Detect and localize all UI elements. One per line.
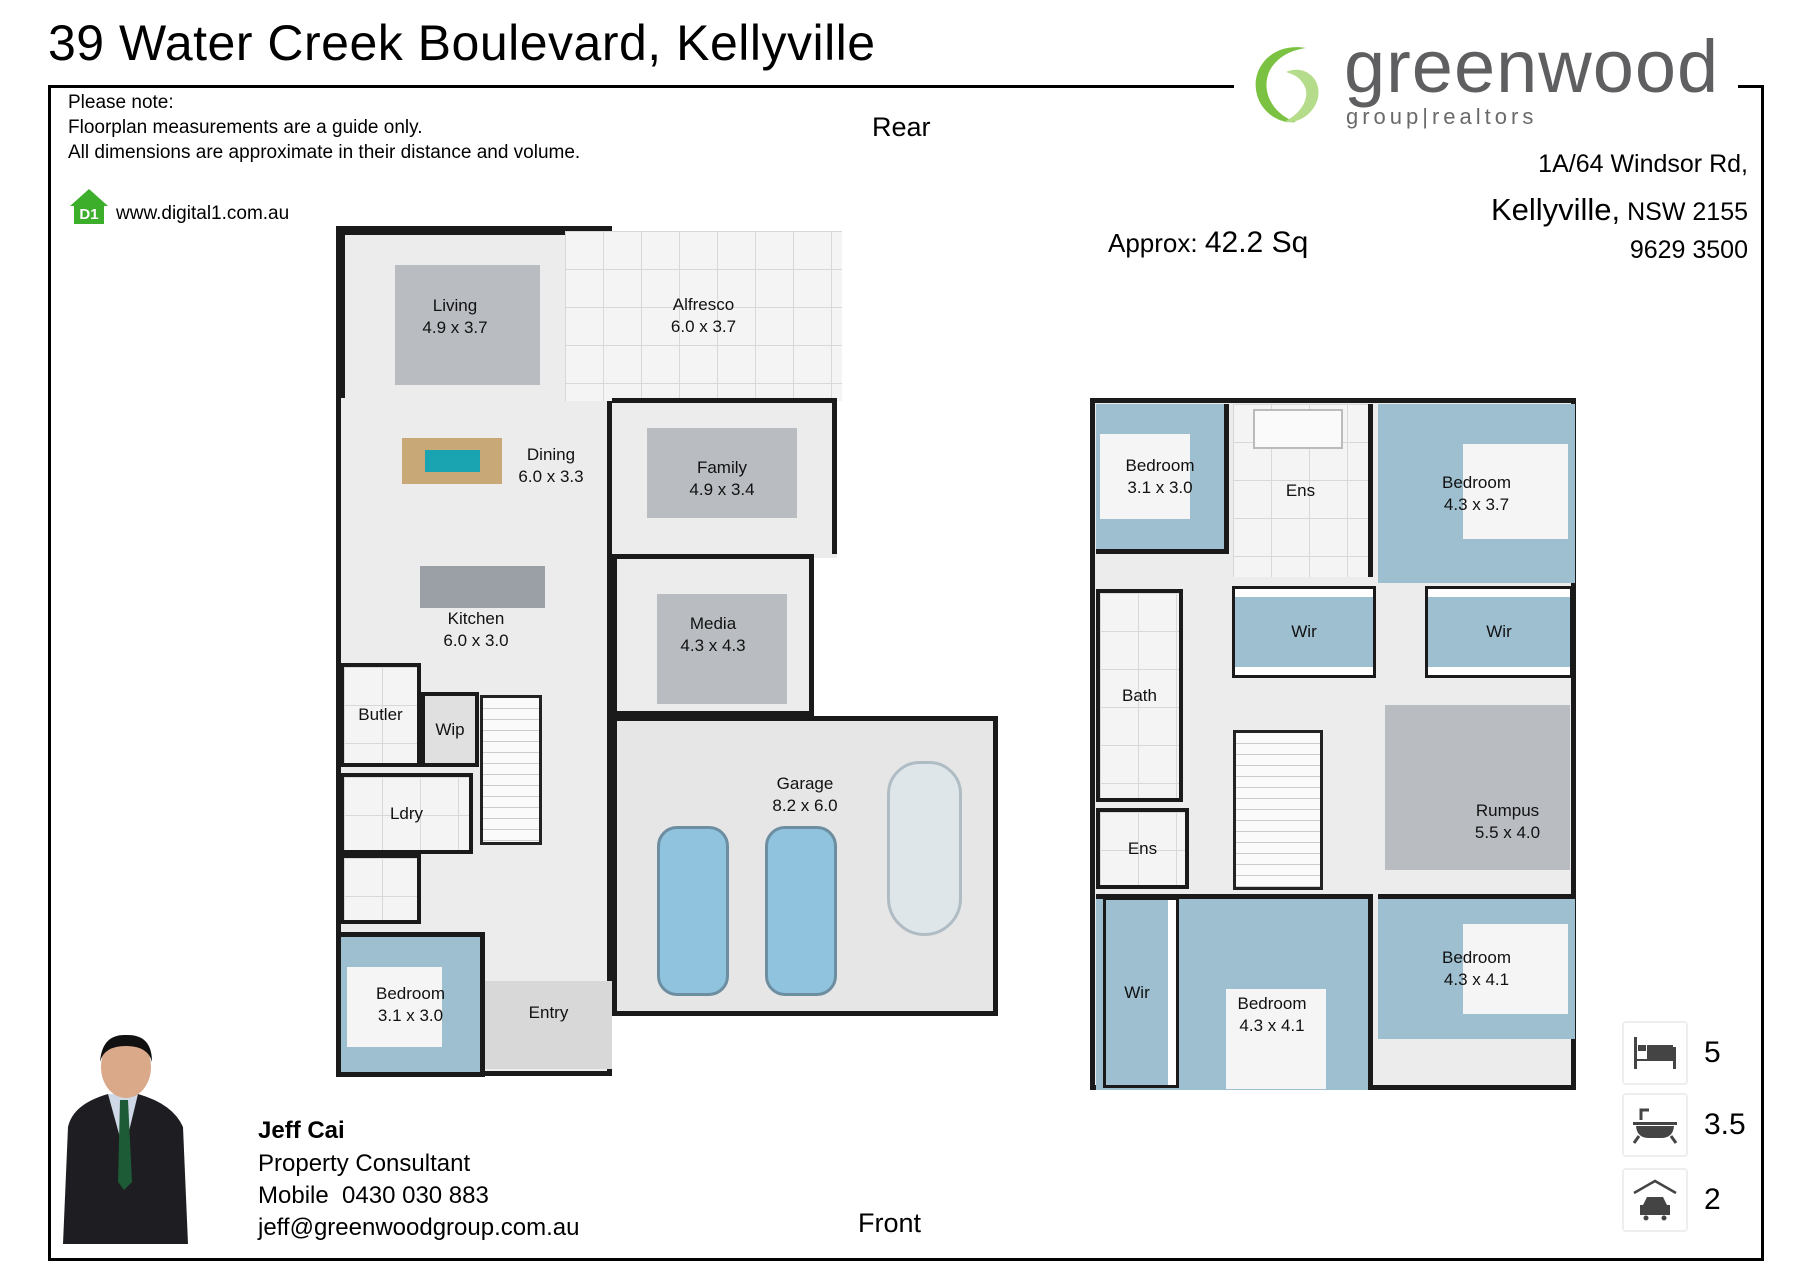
bedrooms-count: 5 — [1704, 1036, 1721, 1069]
agent-name: Jeff Cai — [258, 1117, 345, 1144]
bath-icon — [1622, 1093, 1688, 1157]
room-laundry: Ldry — [340, 773, 473, 854]
room-wir-3: Wir — [1103, 897, 1179, 1088]
brand-name: greenwood — [1344, 25, 1720, 108]
note-line: All dimensions are approximate in their … — [68, 142, 581, 163]
office-street: 1A/64 Windsor Rd, — [1538, 150, 1748, 178]
room-butler: Butler — [340, 663, 421, 767]
floorplan-frame — [48, 86, 1764, 1261]
room-wir-2: Wir — [1425, 586, 1573, 678]
note-line: Floorplan measurements are a guide only. — [68, 117, 423, 138]
room-ensuite-1: Ens — [1233, 404, 1373, 577]
digital1-logo-icon: D1 — [68, 186, 110, 228]
agent-email[interactable]: jeff@greenwoodgroup.com.au — [258, 1214, 580, 1241]
page-title: 39 Water Creek Boulevard, Kellyville — [48, 15, 876, 71]
room-wc — [340, 854, 421, 924]
car-icon — [657, 826, 729, 996]
front-label: Front — [858, 1208, 922, 1238]
photographer-website[interactable]: www.digital1.com.au — [116, 203, 290, 224]
rear-label: Rear — [872, 112, 931, 142]
room-wir-1: Wir — [1232, 586, 1376, 678]
divider — [1738, 85, 1764, 88]
car-spaces-count: 2 — [1704, 1183, 1721, 1216]
note-heading: Please note: — [68, 92, 174, 113]
bathrooms-count: 3.5 — [1704, 1108, 1746, 1141]
room-entry: Entry — [485, 981, 612, 1069]
area-value: 42.2 Sq — [1204, 226, 1309, 259]
room-ensuite-2: Ens — [1096, 808, 1189, 889]
room-wip: Wip — [421, 692, 479, 767]
agent-mobile[interactable]: Mobile 0430 030 883 — [258, 1182, 489, 1209]
office-state: NSW 2155 — [1627, 198, 1748, 226]
staircase — [480, 695, 542, 845]
room-bath: Bath — [1096, 589, 1183, 802]
office-phone[interactable]: 9629 3500 — [1629, 236, 1748, 264]
divider — [48, 85, 1234, 88]
bed-icon — [1622, 1021, 1688, 1085]
brand-tagline: group|realtors — [1346, 104, 1538, 129]
staircase — [1233, 730, 1323, 890]
car-icon — [765, 826, 837, 996]
boat-icon — [887, 761, 962, 936]
area-label: Approx: — [1108, 228, 1198, 258]
office-suburb: Kellyville, — [1490, 192, 1621, 227]
agent-photo — [58, 1032, 193, 1244]
approx-area: Approx: 42.2 Sq — [1108, 226, 1308, 260]
greenwood-logo-icon — [1246, 40, 1336, 130]
car-garage-icon — [1622, 1168, 1688, 1232]
svg-text:D1: D1 — [79, 206, 98, 223]
agent-role: Property Consultant — [258, 1150, 471, 1177]
